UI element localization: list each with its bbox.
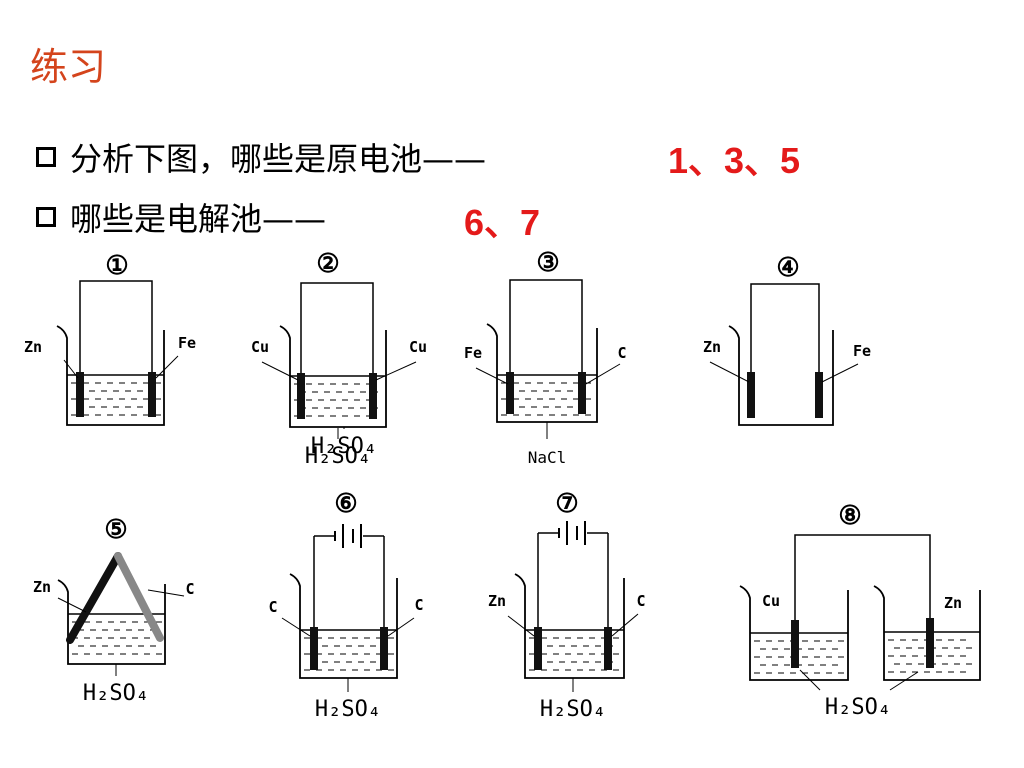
right-electrode-label: C (617, 344, 626, 362)
cell-4-leader (709, 361, 750, 383)
cell-5-leader (147, 589, 185, 597)
right-electrode-label: Zn (944, 594, 962, 612)
right-electrode (815, 372, 823, 418)
left-electrode (310, 627, 318, 670)
cell-6-leader (387, 617, 415, 637)
cell-4-beaker (728, 325, 834, 426)
cell-3: ③ Fe C NaCl (464, 248, 627, 467)
cell-6: ⑥ C C H₂SO₄ (268, 489, 423, 722)
right-electrode-label: C (185, 580, 194, 598)
cell-number-6: ⑥ (334, 489, 357, 519)
electrolyte-label: H₂SO₄ (305, 444, 371, 469)
electrolyte-label: NaCl (528, 448, 567, 467)
bullet-item-2: 哪些是电解池—— (36, 194, 326, 240)
cell-number-8: ⑧ (838, 501, 861, 531)
electrolyte-leader (799, 669, 821, 691)
left-electrode-label: C (268, 598, 277, 616)
cell-7-leader (611, 613, 639, 637)
right-electrode-label: Fe (853, 342, 871, 360)
cell-number-2: ② (316, 249, 339, 279)
bullet-text-2: 哪些是电解池—— (70, 200, 327, 238)
bullet-text-1: 分析下图，哪些是原电池—— (70, 140, 487, 178)
electrolyte-label: H₂SO₄ (315, 697, 381, 722)
cell-8-b-beaker (873, 585, 981, 681)
zn-electrode (66, 552, 122, 644)
right-electrode-label: Cu (409, 338, 427, 356)
left-electrode (534, 627, 542, 670)
right-electrode-label: C (636, 592, 645, 610)
bullet-item-1: 分析下图，哪些是原电池—— (36, 134, 486, 180)
cell-5: ⑤ Zn C H₂SO₄ (33, 515, 195, 706)
left-electrode-label: Zn (33, 578, 51, 596)
cell-7-beaker (514, 573, 625, 679)
cell-7-leader (507, 615, 535, 637)
electrolyte-label: H₂SO₄ (311, 434, 377, 459)
cu-electrode (791, 620, 799, 668)
answer-electrolytic-cells: 6、7 (464, 202, 541, 243)
checkbox-icon (36, 147, 56, 167)
cell-4: ④ Zn Fe (703, 253, 871, 426)
cell-8-beaker (739, 585, 849, 681)
cell-2-leader (261, 361, 299, 381)
left-electrode-label: Fe (464, 344, 482, 362)
zn-electrode (926, 618, 934, 668)
connecting-wire (79, 280, 153, 372)
cell-1-leader (155, 355, 179, 379)
cell-4-leader (821, 363, 859, 383)
left-electrode-label: Zn (703, 338, 721, 356)
cell-6-leader (281, 617, 311, 637)
cell-2-beaker (279, 325, 387, 428)
right-electrode (148, 372, 156, 417)
electrolyte-label: H₂SO₄ (825, 695, 891, 720)
right-electrode-label: Fe (178, 334, 196, 352)
left-electrode-label: Cu (762, 592, 780, 610)
electrolyte-label: H₂SO₄ (540, 697, 606, 722)
cell-number-5: ⑤ (104, 515, 127, 545)
slide-title: 练习 (30, 45, 107, 89)
cell-5-beaker (57, 579, 166, 665)
left-electrode (76, 372, 84, 417)
electrolyte-leader (889, 671, 919, 691)
left-electrode-label: Zn (24, 338, 42, 356)
cell-7: ⑦ Zn C H₂SO₄ (488, 489, 646, 722)
cell-2-leader (375, 361, 417, 381)
right-electrode (604, 627, 612, 670)
right-electrode (380, 627, 388, 670)
answer-galvanic-cells: 1、3、5 (668, 140, 801, 181)
right-electrode-label: C (414, 596, 423, 614)
left-electrode (747, 372, 755, 418)
cell-number-4: ④ (776, 253, 799, 283)
connecting-wire (750, 283, 820, 372)
right-electrode (578, 372, 586, 414)
cell-number-1: ① (105, 251, 128, 281)
left-electrode (506, 372, 514, 414)
carbon-electrode (114, 552, 164, 642)
cell-3-leader (585, 363, 621, 385)
cell-1-beaker (56, 325, 165, 426)
electrolyte-label: H₂SO₄ (83, 681, 149, 706)
cell-number-7: ⑦ (555, 489, 578, 519)
checkbox-icon (36, 207, 56, 227)
cell-6-beaker (289, 573, 398, 679)
cell-5-leader (57, 597, 87, 613)
connecting-wire (300, 282, 374, 373)
connecting-wire (509, 279, 583, 372)
left-electrode-label: Cu (251, 338, 269, 356)
cell-3-beaker (486, 323, 598, 423)
left-electrode (297, 373, 305, 419)
cell-number-3: ③ (536, 248, 559, 278)
cell-1-leader (63, 359, 79, 379)
right-electrode (369, 373, 377, 419)
cell-3-leader (475, 367, 509, 385)
left-electrode-label: Zn (488, 592, 506, 610)
connecting-wire (794, 534, 931, 620)
